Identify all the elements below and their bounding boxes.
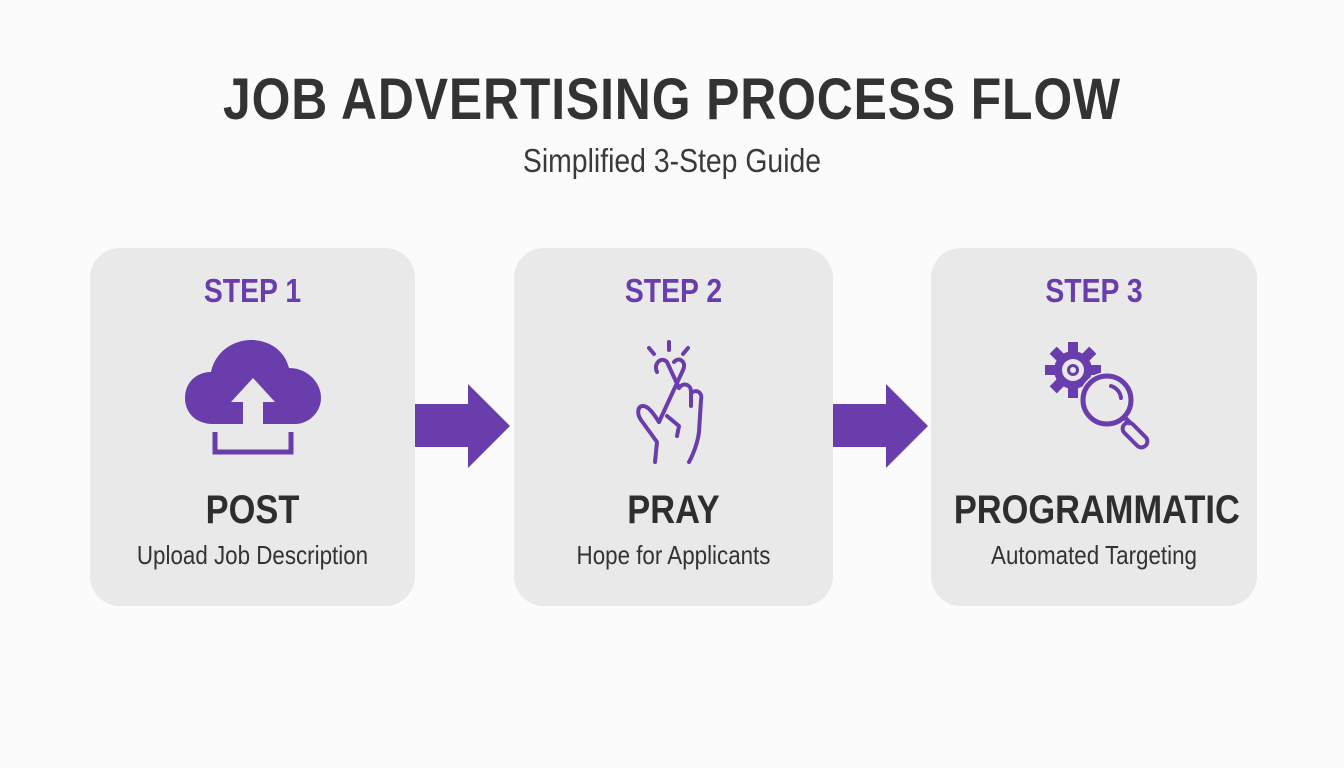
- gear-search-icon: [1039, 340, 1169, 465]
- step-card-1: STEP 1 POST Upload Job Description: [90, 248, 415, 606]
- step-description: Hope for Applicants: [576, 540, 771, 570]
- step-label: STEP 2: [624, 272, 723, 309]
- cloud-upload-icon: [183, 336, 323, 461]
- arrow-right-icon: [833, 384, 928, 468]
- step-name: POST: [205, 488, 300, 532]
- step-label: STEP 1: [203, 272, 302, 309]
- step-description: Upload Job Description: [136, 540, 369, 570]
- arrow-right-icon: [415, 384, 510, 468]
- step-description: Automated Targeting: [991, 540, 1197, 570]
- step-card-3: STEP 3: [931, 248, 1257, 606]
- step-card-2: STEP 2 PRAY Hope for Applicants: [514, 248, 833, 606]
- step-name: PROGRAMMATIC: [953, 488, 1240, 532]
- page-subtitle: Simplified 3-Step Guide: [522, 142, 822, 179]
- crossed-fingers-icon: [619, 336, 729, 471]
- step-label: STEP 3: [1045, 272, 1143, 309]
- page-title: JOB ADVERTISING PROCESS FLOW: [222, 67, 1121, 132]
- step-name: PRAY: [627, 488, 720, 532]
